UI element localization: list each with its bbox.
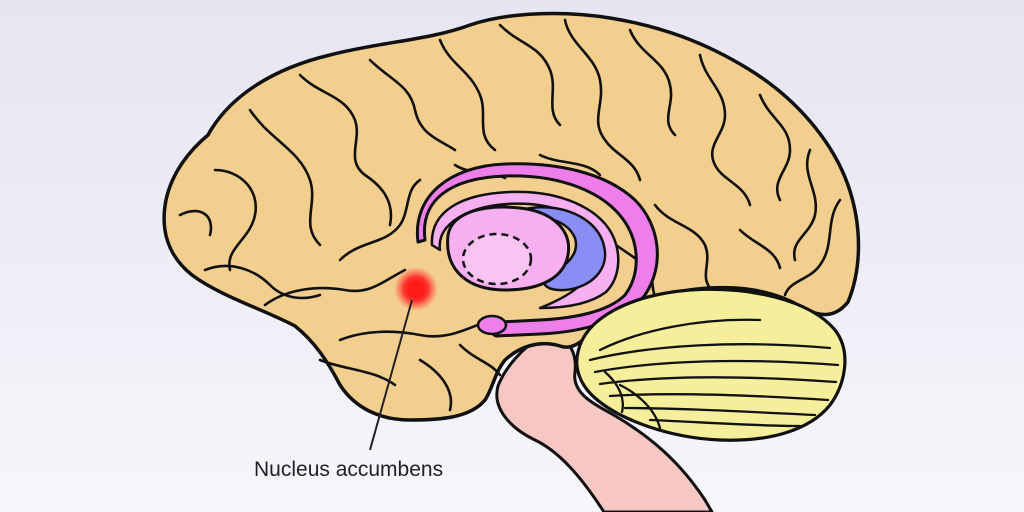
lateral-ventricle <box>518 205 607 292</box>
brainstem <box>495 334 714 512</box>
label-leader-line <box>369 299 413 451</box>
corpus-callosum-band <box>430 190 620 310</box>
fornix-bulb <box>476 314 508 336</box>
nucleus-accumbens-core <box>407 280 425 298</box>
thalamus-dashed-region <box>461 232 533 286</box>
cerebellum-folia <box>588 318 840 430</box>
nucleus-accumbens-label: Nucleus accumbens <box>254 458 444 481</box>
sulci-lines <box>178 18 842 412</box>
